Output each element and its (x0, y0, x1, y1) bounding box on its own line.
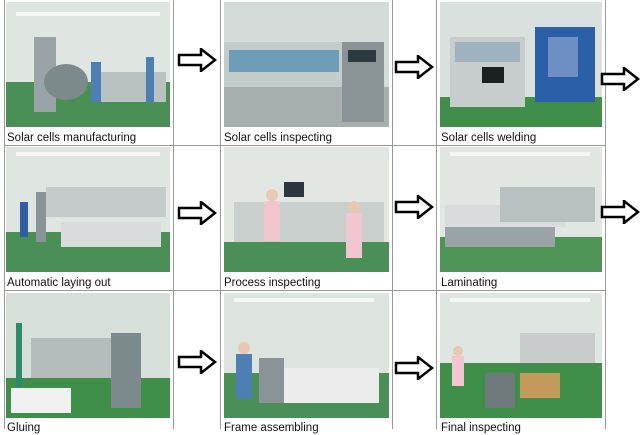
right-arrow-icon (177, 201, 217, 225)
step-2-label: Solar cells inspecting (224, 132, 333, 144)
step-9-photo (440, 293, 602, 418)
step-4-photo (6, 147, 170, 272)
grid-line (4, 145, 606, 146)
grid-line (4, 290, 606, 291)
step-5-label: Process inspecting (224, 277, 321, 289)
grid-line (4, 0, 5, 429)
right-arrow-icon (394, 55, 434, 79)
step-6-label: Laminating (441, 277, 498, 289)
step-7-photo (6, 293, 170, 418)
step-1-photo (6, 2, 170, 127)
step-8-photo (224, 293, 389, 418)
step-4-label: Automatic laying out (7, 277, 111, 289)
grid-line (173, 0, 174, 429)
step-8-label: Frame assembling (224, 422, 319, 434)
right-arrow-icon (600, 67, 640, 91)
step-7-label: Gluing (7, 422, 41, 434)
grid-line (392, 0, 393, 429)
grid-line (220, 0, 221, 429)
right-arrow-icon (177, 350, 217, 374)
right-arrow-icon (177, 48, 217, 72)
step-3-photo (440, 2, 602, 127)
step-2-photo (224, 2, 389, 127)
step-9-label: Final inspecting (441, 422, 521, 434)
step-6-photo (440, 147, 602, 272)
step-5-photo (224, 147, 389, 272)
step-3-label: Solar cells welding (441, 132, 537, 144)
right-arrow-icon (600, 200, 640, 224)
step-1-label: Solar cells manufacturing (7, 132, 137, 144)
grid-line (436, 0, 437, 429)
right-arrow-icon (394, 356, 434, 380)
right-arrow-icon (394, 195, 434, 219)
